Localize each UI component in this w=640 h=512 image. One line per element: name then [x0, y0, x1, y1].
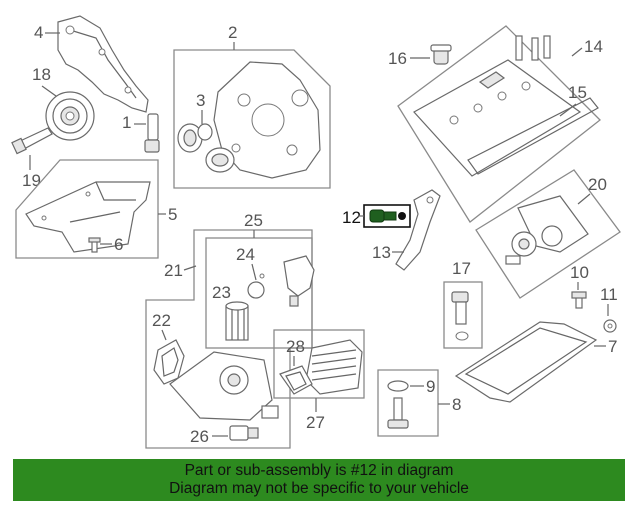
callout-26: 26	[190, 427, 228, 446]
oil-filter-housing[interactable]	[169, 351, 279, 421]
svg-text:20: 20	[588, 175, 607, 194]
callout-18: 18	[32, 65, 57, 97]
callout-9: 9	[410, 377, 435, 396]
part-28-gasket[interactable]	[279, 365, 313, 395]
svg-text:13: 13	[372, 243, 391, 262]
callout-6: 6	[100, 235, 123, 254]
part-17-sensor[interactable]	[443, 281, 483, 349]
part-info-banner: Part or sub-assembly is #12 in diagram D…	[13, 459, 625, 501]
callout-3: 3	[196, 91, 205, 124]
callout-22: 22	[152, 311, 171, 341]
svg-text:27: 27	[306, 413, 325, 432]
callout-1: 1	[122, 113, 146, 132]
svg-text:11: 11	[600, 285, 618, 304]
callout-21: 21	[164, 261, 197, 280]
part-20-oil-pump[interactable]	[505, 195, 589, 265]
svg-text:6: 6	[114, 235, 123, 254]
svg-text:16: 16	[388, 49, 407, 68]
svg-text:2: 2	[228, 23, 237, 42]
svg-text:14: 14	[584, 37, 603, 56]
callout-25: 25	[244, 211, 263, 238]
banner-line-2: Diagram may not be specific to your vehi…	[169, 480, 469, 497]
callout-19: 19	[22, 155, 41, 190]
callout-23: 23	[212, 283, 231, 302]
callout-14: 14	[571, 37, 603, 57]
svg-text:5: 5	[168, 205, 177, 224]
part-14-valve-cover-box	[397, 25, 601, 223]
part-9-o-ring[interactable]	[387, 380, 409, 392]
callout-13: 13	[372, 243, 404, 262]
callout-7: 7	[594, 337, 617, 356]
part-7-gasket[interactable]	[454, 321, 598, 403]
svg-text:9: 9	[426, 377, 435, 396]
filter-cover[interactable]	[283, 255, 315, 307]
svg-text:25: 25	[244, 211, 263, 230]
svg-text:21: 21	[164, 261, 183, 280]
part-4-timing-gasket[interactable]	[57, 15, 149, 113]
part-27-box	[273, 329, 365, 399]
svg-text:18: 18	[32, 65, 51, 84]
callout-24: 24	[236, 245, 257, 281]
part-16-cap[interactable]	[430, 44, 452, 65]
banner-line-1: Part or sub-assembly is #12 in diagram	[184, 462, 454, 479]
svg-text:23: 23	[212, 283, 231, 302]
callout-12: 12	[342, 208, 364, 227]
svg-text:22: 22	[152, 311, 171, 330]
svg-text:17: 17	[452, 259, 471, 278]
callout-10: 10	[570, 263, 589, 290]
svg-text:10: 10	[570, 263, 589, 282]
part-14-valve-cover[interactable]	[413, 35, 582, 177]
callout-15: 15	[559, 83, 587, 117]
callout-4: 4	[34, 23, 60, 42]
part-27-oil-cooler[interactable]	[305, 339, 363, 395]
callout-2: 2	[228, 23, 237, 50]
callout-8: 8	[438, 395, 461, 414]
part-8-dipstick-tube[interactable]	[377, 369, 439, 437]
callout-28: 28	[286, 337, 305, 366]
callout-17: 17	[452, 259, 471, 278]
svg-text:24: 24	[236, 245, 255, 264]
svg-text:7: 7	[608, 337, 617, 356]
exploded-parts-diagram: 4 18 19 1 2	[11, 15, 621, 449]
part-2-timing-case[interactable]	[213, 61, 321, 179]
part-1-sensor[interactable]	[144, 113, 160, 153]
svg-text:4: 4	[34, 23, 43, 42]
part-5-oil-pan-box	[15, 159, 159, 259]
part-23-filter-element[interactable]	[225, 301, 249, 341]
part-15-gasket[interactable]	[467, 97, 599, 175]
part-19-damper-bolt[interactable]	[11, 127, 53, 155]
svg-text:12: 12	[342, 208, 361, 227]
part-25-box	[205, 237, 313, 349]
svg-text:8: 8	[452, 395, 461, 414]
part-6-drain-plug[interactable]	[88, 237, 101, 253]
svg-text:1: 1	[122, 113, 131, 132]
callout-20: 20	[577, 175, 607, 205]
part-13-chain-guide[interactable]	[395, 189, 441, 271]
svg-text:3: 3	[196, 91, 205, 110]
callout-16: 16	[388, 49, 430, 68]
svg-text:19: 19	[22, 171, 41, 190]
svg-text:26: 26	[190, 427, 209, 446]
part-20-oil-pump-box	[475, 169, 621, 299]
part-2-timing-case-box	[173, 49, 331, 189]
part-26-pressure-switch[interactable]	[229, 425, 259, 441]
part-10-bolt[interactable]	[571, 291, 587, 309]
part-12-highlighted[interactable]	[363, 204, 411, 228]
callout-11: 11	[600, 285, 618, 316]
svg-text:15: 15	[568, 83, 587, 102]
part-11-washer[interactable]	[603, 319, 617, 333]
part-18-vibration-damper[interactable]	[45, 91, 95, 141]
part-5-oil-pan[interactable]	[25, 181, 151, 253]
svg-text:28: 28	[286, 337, 305, 356]
part-24-cap[interactable]	[247, 273, 265, 299]
part-3-seal[interactable]	[177, 123, 235, 173]
callout-27: 27	[306, 398, 325, 432]
callout-5: 5	[158, 205, 177, 224]
